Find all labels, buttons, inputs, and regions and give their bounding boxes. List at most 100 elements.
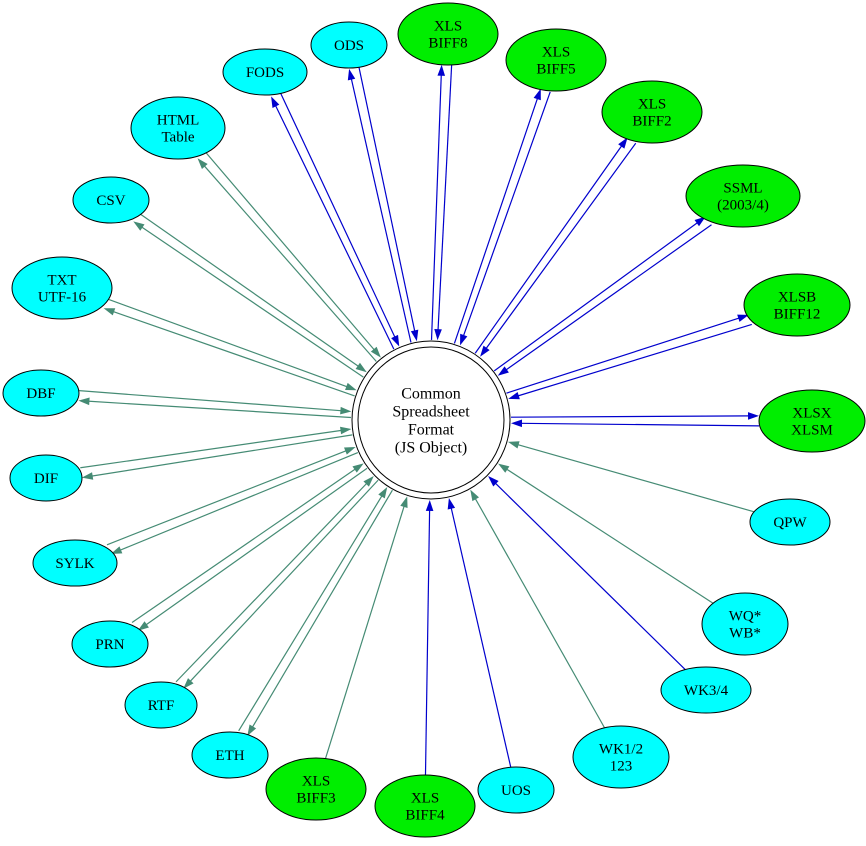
edge-fods-read-line xyxy=(279,91,396,339)
edge-dif-read-arrowhead xyxy=(340,426,352,435)
edge-rtf-read-arrowhead xyxy=(363,476,374,487)
edge-dbf xyxy=(78,390,352,419)
node-csv: CSV xyxy=(72,176,150,224)
edge-rtf xyxy=(175,476,379,689)
edges-layer xyxy=(78,64,760,776)
edge-txt-utf16-read-line xyxy=(106,298,349,388)
edge-dif-write-arrowhead xyxy=(81,472,94,480)
edge-dif-read-line xyxy=(80,429,343,469)
edge-xls-biff5-write-arrowhead xyxy=(533,88,541,101)
edge-sylk-write-line xyxy=(118,452,359,552)
edge-eth-read-line xyxy=(238,494,384,732)
edge-ods xyxy=(347,66,419,343)
node-dif-label: DIF xyxy=(34,471,58,487)
node-qpw-label: QPW xyxy=(773,515,807,531)
edge-dif-write-line xyxy=(90,434,353,477)
edge-dbf-read-arrowhead xyxy=(340,406,352,415)
edge-wq-wb-read-arrowhead xyxy=(498,463,510,473)
edge-xls-biff5-read-arrowhead xyxy=(460,333,468,346)
edge-xlsb-biff12-write-arrowhead xyxy=(737,314,749,322)
node-xlsb-biff12-shape xyxy=(743,273,851,337)
node-prn-label: PRN xyxy=(95,637,124,653)
node-xls-biff3-shape xyxy=(265,757,367,821)
edge-xls-biff5 xyxy=(453,88,551,346)
node-dbf: DBF xyxy=(2,369,80,417)
edge-rtf-write-line xyxy=(188,479,379,683)
edge-xls-biff2-write-line xyxy=(474,144,623,354)
node-ods: ODS xyxy=(310,21,388,69)
node-sylk: SYLK xyxy=(32,539,118,587)
edge-sylk-read-arrowhead xyxy=(344,447,356,455)
edge-prn-read-arrowhead xyxy=(352,463,364,473)
node-sylk-label: SYLK xyxy=(55,556,94,572)
node-uos-label: UOS xyxy=(501,783,531,799)
edge-xlsb-biff12 xyxy=(506,314,752,400)
edge-txt-utf16-write-line xyxy=(111,310,355,397)
edge-html-table xyxy=(197,151,381,362)
edge-csv-read-arrowhead xyxy=(355,362,367,373)
edge-uos-read-line xyxy=(450,506,512,768)
edge-xlsx-xlsm xyxy=(510,412,760,428)
edge-txt-utf16-write-arrowhead xyxy=(103,308,116,316)
edge-xls-biff3-read-arrowhead xyxy=(400,496,408,509)
node-wk34-shape xyxy=(660,666,752,714)
edge-ssml-read-line xyxy=(504,224,712,372)
edge-xls-biff8 xyxy=(430,64,453,341)
edge-qpw xyxy=(507,441,755,513)
node-wq-wb: WQ*WB* xyxy=(701,592,789,656)
edge-dbf-write-arrowhead xyxy=(78,397,90,406)
node-dif: DIF xyxy=(9,454,83,502)
node-rtf: RTF xyxy=(124,681,198,729)
edge-csv xyxy=(133,212,367,378)
edge-wq-wb xyxy=(498,463,714,604)
edge-eth-write-line xyxy=(251,489,393,729)
node-ssml-label: SSML(2003/4) xyxy=(717,181,769,214)
node-csv-shape xyxy=(72,176,150,224)
node-wq-wb-label: WQ*WB* xyxy=(729,609,762,642)
edge-qpw-read-line xyxy=(516,443,755,513)
edge-xls-biff8-write-arrowhead xyxy=(437,64,446,76)
edge-sylk xyxy=(106,447,359,555)
edge-xls-biff2 xyxy=(474,137,637,357)
edge-xlsx-xlsm-read-arrowhead xyxy=(510,419,523,428)
node-sylk-shape xyxy=(32,539,118,587)
edge-html-table-read-arrowhead xyxy=(370,346,381,358)
edge-ods-read-line xyxy=(358,66,416,333)
edge-txt-utf16-read-arrowhead xyxy=(345,382,357,391)
node-uos-shape xyxy=(477,766,555,814)
edge-uos xyxy=(447,497,512,768)
node-wk34: WK3/4 xyxy=(660,666,752,714)
edge-dif xyxy=(80,426,353,480)
edge-wq-wb-read-line xyxy=(505,467,714,604)
edge-dbf-write-line xyxy=(87,400,352,419)
edge-ssml xyxy=(493,216,712,376)
node-ssml: SSML(2003/4) xyxy=(685,164,801,228)
edge-wk12-123-read-line xyxy=(474,497,606,729)
edge-xlsb-biff12-read-arrowhead xyxy=(508,392,520,400)
node-xls-biff8-shape xyxy=(397,2,499,66)
node-qpw: QPW xyxy=(749,498,831,546)
edge-fods-write-line xyxy=(274,104,395,350)
node-xls-biff5-shape xyxy=(505,28,607,92)
edge-wk12-123 xyxy=(470,489,606,729)
edge-xls-biff2-write-arrowhead xyxy=(618,137,628,149)
edge-xls-biff2-read-line xyxy=(484,142,637,350)
node-html-table-shape xyxy=(130,96,226,160)
node-eth: ETH xyxy=(191,731,269,779)
